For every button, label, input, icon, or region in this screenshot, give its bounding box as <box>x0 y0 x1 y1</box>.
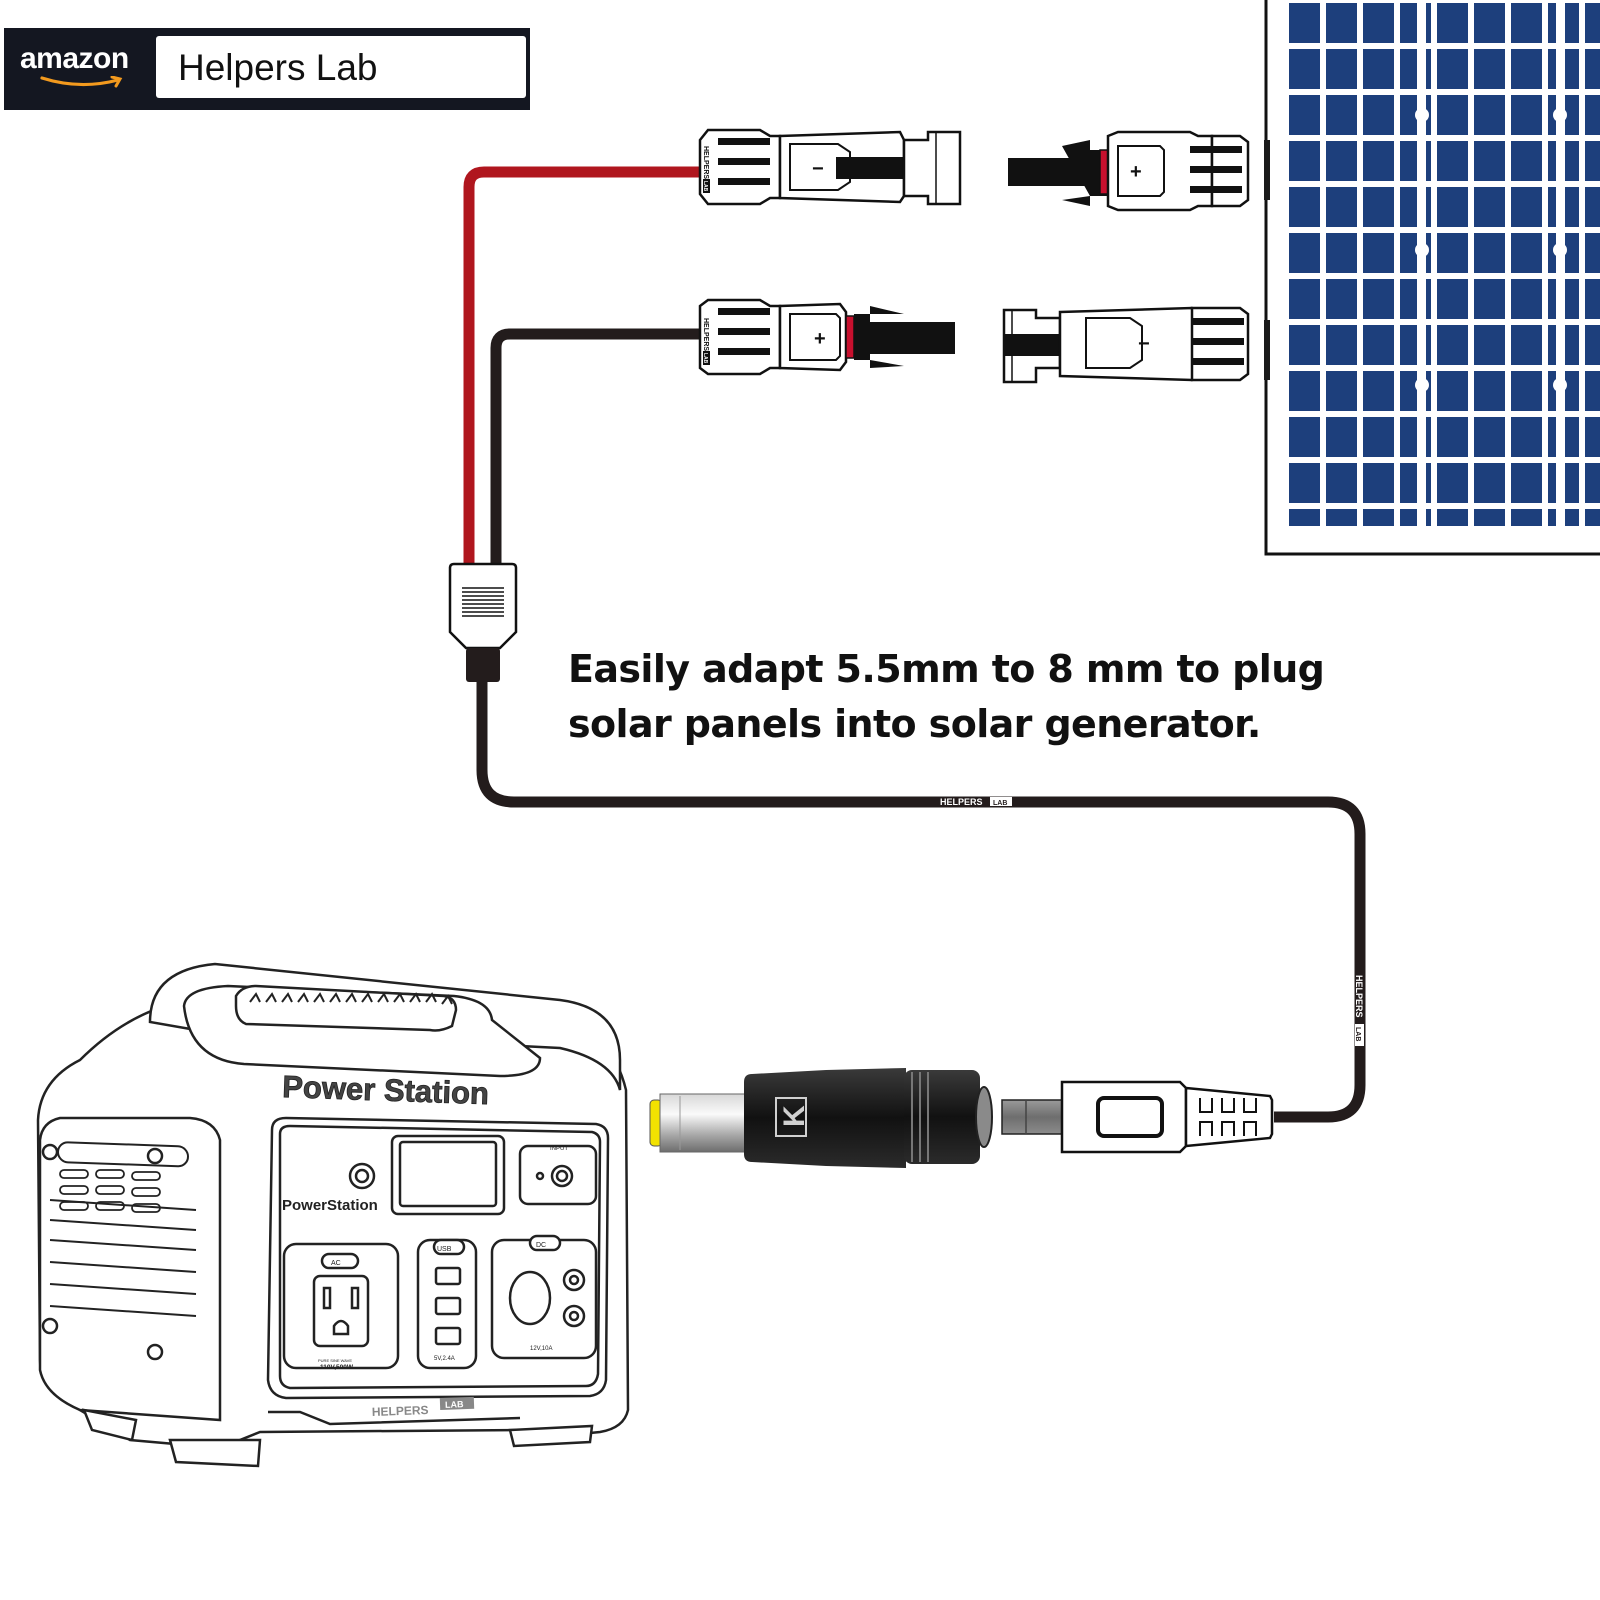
store-name-box: Helpers Lab <box>156 36 526 98</box>
svg-text:12V,10A: 12V,10A <box>530 1346 552 1352</box>
mc4-connector-icon: − <box>1002 306 1250 384</box>
svg-text:HELPERS: HELPERS <box>1354 975 1364 1018</box>
cable-brand-mark: HELPERS LAB <box>940 797 1012 807</box>
svg-text:PURE SINE WAVE: PURE SINE WAVE <box>318 1358 352 1363</box>
svg-text:LAB: LAB <box>445 1399 464 1410</box>
marketplace-name: amazon <box>20 42 129 75</box>
mc4-connector-icon: + HELPERS LAB <box>698 298 955 376</box>
cable-brand-mark-vertical: HELPERS LAB <box>1354 975 1364 1046</box>
svg-text:PowerStation: PowerStation <box>282 1197 378 1214</box>
caption: Easily adapt 5.5mm to 8 mm to plug solar… <box>568 647 1325 746</box>
svg-text:−: − <box>1138 333 1150 355</box>
svg-text:+: + <box>1130 161 1142 183</box>
dc-plug-icon <box>1001 1080 1274 1154</box>
svg-text:LAB: LAB <box>993 800 1007 807</box>
mc4-connector-icon: + <box>1008 130 1250 212</box>
svg-text:LAB: LAB <box>702 181 708 192</box>
cable-splitter-icon <box>448 562 518 682</box>
power-station-labels: Power Station PowerStation INPUT AC USB … <box>281 1069 568 1419</box>
svg-text:110V,500W: 110V,500W <box>320 1364 354 1371</box>
store-name: Helpers Lab <box>178 47 378 88</box>
power-station-icon <box>36 962 630 1468</box>
dc-adapter-icon: K <box>649 1068 993 1168</box>
solar-panel-icon <box>1264 0 1600 556</box>
svg-text:Power Station: Power Station <box>282 1069 490 1111</box>
svg-text:5V,2.4A: 5V,2.4A <box>434 1356 455 1362</box>
adapter-cable <box>463 166 1366 1123</box>
svg-text:LAB: LAB <box>702 353 708 364</box>
svg-text:INPUT: INPUT <box>550 1146 568 1152</box>
svg-text:LAB: LAB <box>1354 1027 1361 1041</box>
svg-text:−: − <box>812 158 824 180</box>
amazon-smile-icon <box>40 75 123 88</box>
amazon-logo: amazon <box>20 42 140 92</box>
svg-text:AC: AC <box>331 1260 341 1267</box>
svg-text:HELPERS: HELPERS <box>702 318 709 351</box>
svg-text:+: + <box>814 328 826 350</box>
mc4-connector-icon: − HELPERS LAB <box>698 128 962 206</box>
svg-text:K: K <box>778 1105 811 1127</box>
svg-text:USB: USB <box>437 1246 452 1253</box>
svg-text:DC: DC <box>536 1242 546 1249</box>
store-badge: amazon Helpers Lab <box>4 28 530 110</box>
svg-text:HELPERS: HELPERS <box>372 1403 429 1419</box>
svg-text:HELPERS: HELPERS <box>702 146 709 179</box>
svg-text:HELPERS: HELPERS <box>940 797 983 807</box>
